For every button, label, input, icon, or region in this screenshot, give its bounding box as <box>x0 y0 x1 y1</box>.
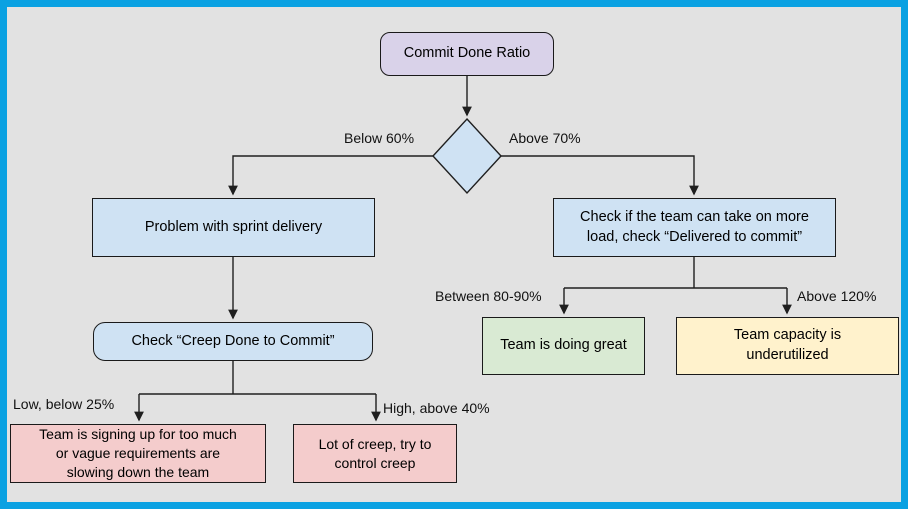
node-check-delivered-to-commit: Check if the team can take on more load,… <box>553 198 836 257</box>
node-team-signing-up-too-much: Team is signing up for too much or vague… <box>10 424 266 483</box>
node-check-creep-done-to-commit: Check “Creep Done to Commit” <box>93 322 373 361</box>
edge-label-between-80-90: Between 80-90% <box>435 288 542 304</box>
edge-label-low-below-25: Low, below 25% <box>13 396 115 412</box>
node-problem-with-sprint-delivery: Problem with sprint delivery <box>92 198 375 257</box>
edge-label-high-above-40: High, above 40% <box>383 400 490 416</box>
node-team-doing-great: Team is doing great <box>482 317 645 375</box>
node-team-capacity-underutilized: Team capacity is underutilized <box>676 317 899 375</box>
node-lot-of-creep: Lot of creep, try to control creep <box>293 424 457 483</box>
node-commit-done-ratio: Commit Done Ratio <box>380 32 554 76</box>
edge-label-above-70: Above 70% <box>509 130 581 146</box>
edge-label-below-60: Below 60% <box>344 130 415 146</box>
edge-label-above-120: Above 120% <box>797 288 877 304</box>
